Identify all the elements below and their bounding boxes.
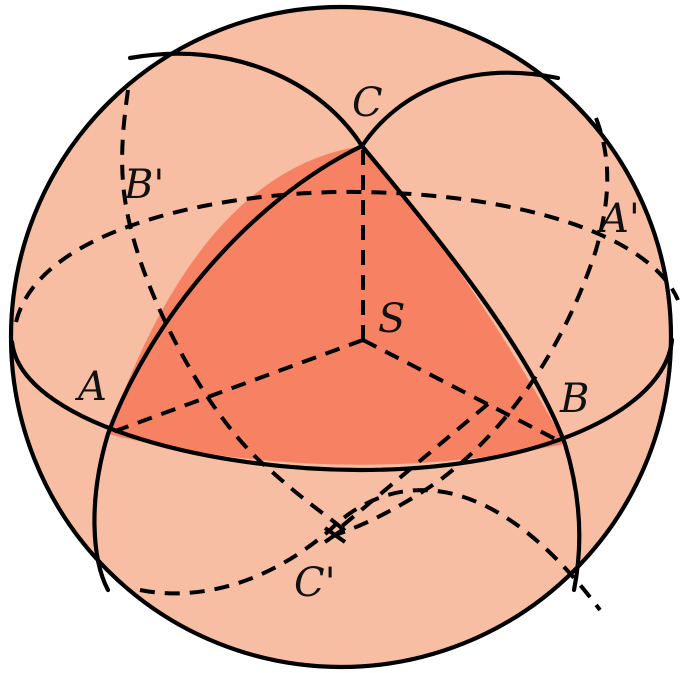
visible-lines bbox=[8, 4, 675, 670]
label-a: A bbox=[74, 364, 107, 410]
sphere-outline bbox=[8, 4, 674, 670]
diameter-c-c-prime bbox=[333, 402, 490, 534]
label-c: C bbox=[352, 80, 383, 126]
label-a-prime: A' bbox=[596, 196, 640, 242]
point-markers bbox=[323, 526, 347, 544]
label-b: B bbox=[559, 376, 589, 422]
great-circle-b-back-arc bbox=[120, 89, 344, 532]
label-c-prime: C' bbox=[294, 560, 336, 606]
great-circle-cb-front-arc bbox=[127, 51, 582, 593]
hidden-lines bbox=[14, 89, 680, 612]
radius-s-b bbox=[362, 338, 564, 445]
label-b-prime: B' bbox=[123, 162, 164, 208]
equator-front-arc bbox=[9, 337, 675, 473]
equator-back-arc bbox=[14, 189, 680, 323]
spherical-triangle-abc bbox=[108, 146, 565, 465]
great-circle-c-back-arc bbox=[139, 488, 602, 612]
great-circle-a-back-arc bbox=[334, 117, 610, 537]
c-prime-marker-2 bbox=[323, 526, 347, 544]
great-circle-ca-front-arc bbox=[92, 70, 561, 593]
radius-s-a bbox=[109, 338, 364, 435]
label-s: S bbox=[378, 296, 405, 342]
